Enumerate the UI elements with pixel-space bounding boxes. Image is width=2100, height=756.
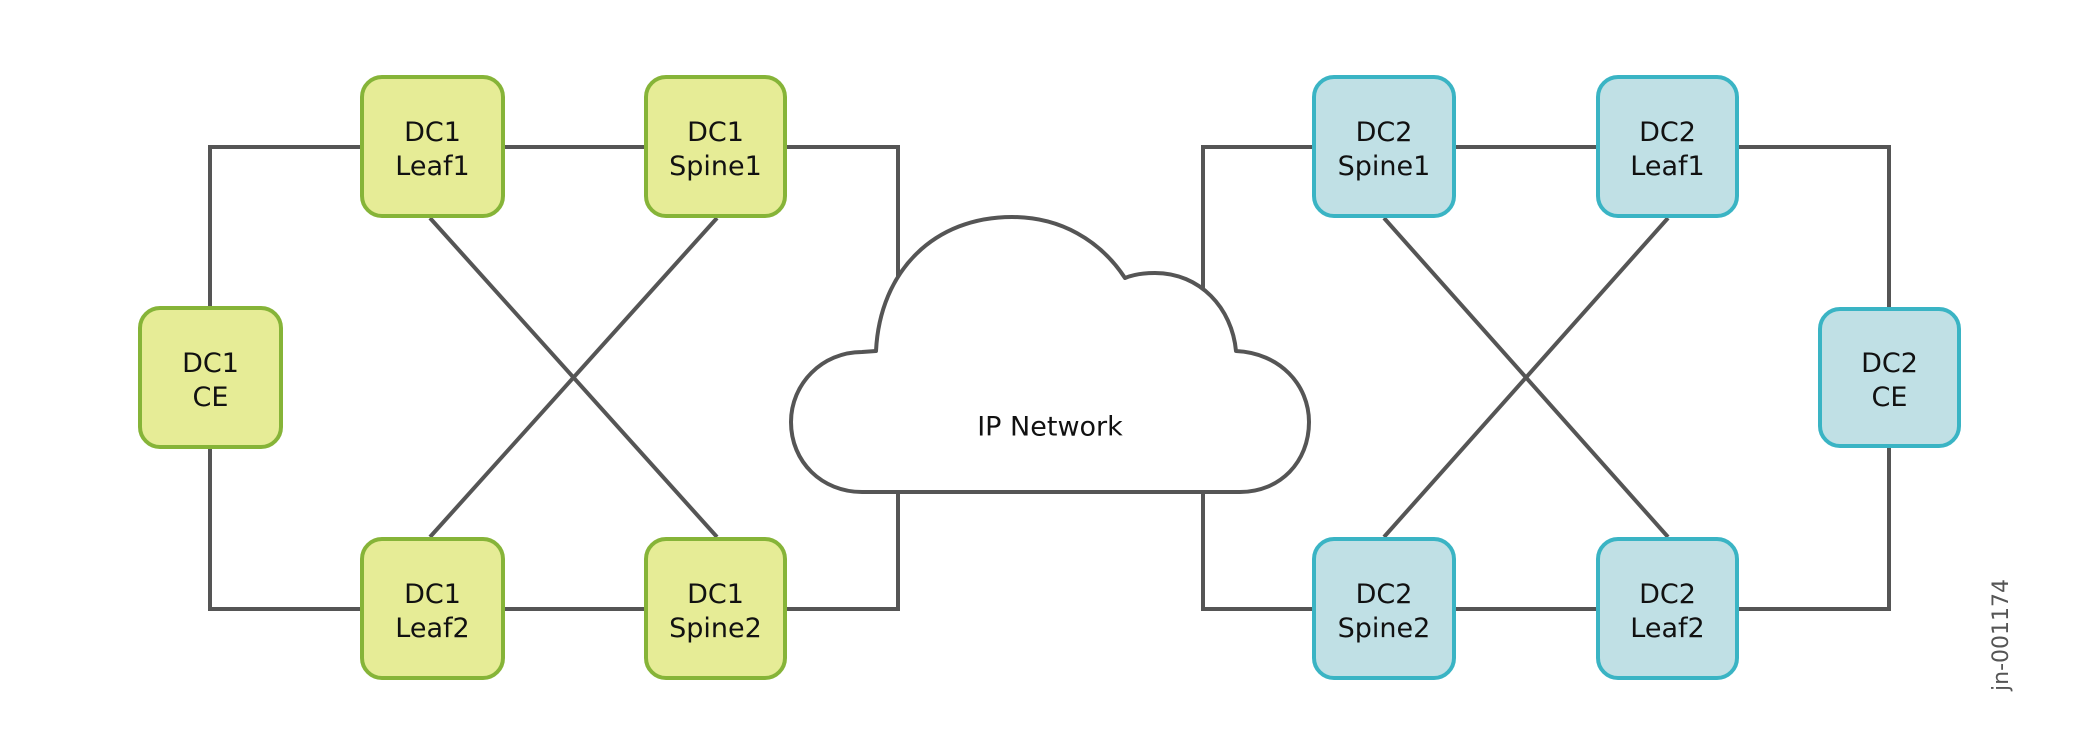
figure-id-label: jn-001174 (1989, 579, 2014, 692)
node-dc1-leaf1[interactable]: DC1 Leaf1 (360, 75, 505, 218)
node-label-line2: Spine1 (1338, 151, 1431, 182)
node-label-line2: Spine2 (1338, 613, 1431, 644)
node-label-line1: DC2 (1356, 117, 1413, 148)
cloud-label: IP Network (977, 412, 1123, 443)
node-label-line2: Spine2 (669, 613, 762, 644)
node-dc1-leaf2[interactable]: DC1 Leaf2 (360, 537, 505, 680)
node-label-line2: CE (1872, 382, 1908, 413)
link-dc1-spine1-leaf2 (428, 216, 719, 539)
link-dc2-leaf2-ce (1739, 448, 1891, 611)
dc2-nodes: DC2 Spine1 DC2 Leaf1 DC2 Spine2 DC2 Leaf… (1312, 75, 1961, 680)
node-label-line2: Leaf1 (1630, 151, 1704, 182)
node-label-line1: DC2 (1861, 348, 1918, 379)
dc1-links (208, 145, 900, 611)
node-label-line1: DC1 (404, 117, 461, 148)
node-label-line2: Spine1 (669, 151, 762, 182)
ip-network-cloud[interactable]: IP Network (789, 215, 1311, 494)
node-dc2-spine2[interactable]: DC2 Spine2 (1312, 537, 1456, 680)
node-label-line2: Leaf2 (1630, 613, 1704, 644)
link-dc2-leaf1-spine2 (1382, 216, 1670, 539)
node-label-line1: DC1 (687, 117, 744, 148)
node-label-line1: DC1 (404, 579, 461, 610)
node-dc1-ce[interactable]: DC1 CE (138, 306, 283, 449)
node-label-line2: Leaf1 (395, 151, 469, 182)
link-cloud-dc2-spine1 (1201, 145, 1312, 290)
node-dc1-spine2[interactable]: DC1 Spine2 (644, 537, 787, 680)
link-dc2-leaf1-ce (1739, 145, 1891, 307)
link-dc1-spine1-cloud (787, 145, 900, 290)
dc2-links (1201, 145, 1891, 611)
node-label-line1: DC2 (1356, 579, 1413, 610)
link-dc1-spine2-cloud (787, 492, 900, 611)
node-dc2-leaf1[interactable]: DC2 Leaf1 (1596, 75, 1739, 218)
node-label-line1: DC1 (182, 348, 239, 379)
node-label-line2: Leaf2 (395, 613, 469, 644)
node-dc1-spine1[interactable]: DC1 Spine1 (644, 75, 787, 218)
node-dc2-ce[interactable]: DC2 CE (1818, 307, 1961, 448)
node-label-line1: DC2 (1639, 117, 1696, 148)
cloud-shape (789, 215, 1311, 494)
link-dc1-ce-leaf2 (208, 449, 362, 611)
node-dc2-spine1[interactable]: DC2 Spine1 (1312, 75, 1456, 218)
link-dc1-ce-leaf1 (208, 145, 362, 306)
node-label-line2: CE (193, 382, 229, 413)
dc1-nodes: DC1 CE DC1 Leaf1 DC1 Spine1 DC1 Leaf2 DC… (138, 75, 787, 680)
node-dc2-leaf2[interactable]: DC2 Leaf2 (1596, 537, 1739, 680)
link-cloud-dc2-spine2 (1201, 492, 1312, 611)
node-label-line1: DC1 (687, 579, 744, 610)
node-label-line1: DC2 (1639, 579, 1696, 610)
